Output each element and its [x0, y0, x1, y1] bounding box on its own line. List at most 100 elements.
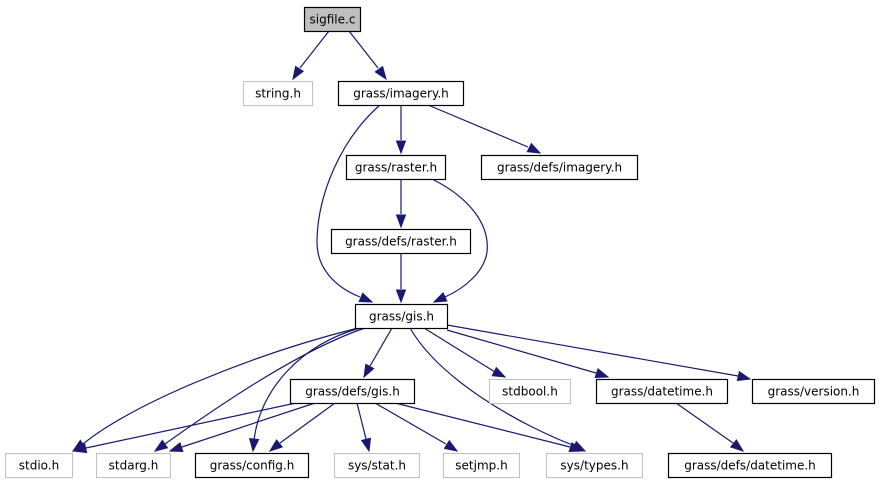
node-setjmp-h: setjmp.h [443, 453, 520, 478]
edge-grass-defs-gis-h-to-grass-config-h [268, 402, 336, 452]
node-label: string.h [255, 87, 301, 101]
edge-arrowhead [360, 437, 372, 453]
edge-arrowhead [736, 370, 752, 382]
edge-grass-imagery-h-to-grass-gis-h [316, 104, 381, 303]
edge-arrowhead [395, 214, 407, 229]
edge-grass-defs-gis-h-to-stdio-h [72, 402, 297, 454]
edge-grass-raster-h-to-grass-gis-h [431, 178, 488, 303]
edge-line [279, 402, 336, 444]
node-label: sys/types.h [560, 459, 628, 473]
node-box [595, 378, 729, 405]
edge-grass-gis-h-to-stdarg-h [153, 327, 366, 452]
node-label: setjmp.h [455, 459, 507, 473]
edge-grass-gis-h-to-stdbool-h [423, 327, 507, 378]
node-box [443, 453, 520, 478]
node-sys-types-h: sys/types.h [546, 453, 643, 478]
node-label: grass/raster.h [355, 161, 437, 175]
edge-line [427, 104, 529, 148]
edge-arrowhead [526, 142, 542, 154]
edges-layer [71, 30, 752, 454]
edge-grass-gis-h-to-grass-defs-gis-h [363, 327, 393, 379]
edge-arrowhead [248, 438, 260, 453]
edge-line [82, 327, 359, 445]
edge-line [446, 324, 739, 377]
node-box [289, 378, 416, 405]
edge-line [394, 402, 571, 448]
node-label: sys/stat.h [348, 459, 406, 473]
edge-arrowhead [268, 439, 284, 452]
edge-sigfile-c-to-grass-imagery-h [348, 30, 387, 81]
node-box [751, 378, 876, 405]
edge-arrowhead [153, 439, 169, 452]
node-box [5, 453, 73, 478]
node-stdio-h: stdio.h [5, 453, 73, 478]
node-box [667, 452, 833, 479]
node-grass-config-h[interactable]: grass/config.h [194, 452, 310, 479]
node-grass-imagery-h[interactable]: grass/imagery.h [337, 80, 465, 107]
node-box [96, 453, 171, 478]
node-label: grass/config.h [210, 459, 295, 473]
node-stdbool-h: stdbool.h [489, 379, 571, 404]
edge-arrowhead [729, 439, 745, 452]
edge-line [374, 402, 447, 445]
edge-arrowhead [358, 292, 374, 303]
node-label: grass/imagery.h [353, 87, 449, 101]
edge-arrowhead [568, 442, 584, 453]
edge-line [164, 327, 366, 445]
edge-grass-defs-gis-h-to-sys-types-h [394, 402, 584, 453]
node-sigfile-c: sigfile.c [303, 6, 362, 33]
node-grass-version-h[interactable]: grass/version.h [751, 378, 876, 405]
node-box [546, 453, 643, 478]
edge-line [675, 402, 734, 444]
edge-line [85, 402, 297, 449]
node-box [337, 80, 465, 107]
edge-arrowhead [432, 292, 448, 303]
edge-arrowhead [363, 363, 375, 379]
edge-line [356, 402, 367, 440]
edge-grass-defs-gis-h-to-stdarg-h [168, 402, 316, 453]
node-grass-datetime-h[interactable]: grass/datetime.h [595, 378, 729, 405]
node-label: grass/version.h [768, 385, 860, 399]
node-label: stdbool.h [502, 385, 558, 399]
edge-grass-defs-gis-h-to-setjmp-h [374, 402, 459, 452]
edge-arrowhead [491, 366, 507, 378]
edge-arrowhead [443, 439, 459, 452]
node-label: grass/defs/imagery.h [497, 161, 622, 175]
edge-grass-gis-h-to-grass-version-h [446, 324, 752, 382]
edge-grass-datetime-h-to-grass-defs-datetime-h [675, 402, 745, 452]
node-label: stdarg.h [109, 459, 159, 473]
edge-arrowhead [395, 289, 407, 304]
edge-grass-raster-h-to-grass-defs-raster-h [395, 179, 407, 229]
node-box [303, 6, 362, 33]
node-label: grass/gis.h [369, 310, 434, 324]
node-label: grass/defs/gis.h [305, 385, 400, 399]
edge-grass-imagery-h-to-grass-raster-h [395, 105, 407, 155]
node-box [334, 453, 420, 478]
node-label: stdio.h [19, 459, 59, 473]
node-box [354, 303, 449, 330]
node-grass-raster-h[interactable]: grass/raster.h [345, 154, 447, 181]
node-label: grass/defs/raster.h [345, 235, 457, 249]
node-sys-stat-h: sys/stat.h [334, 453, 420, 478]
node-grass-defs-raster-h[interactable]: grass/defs/raster.h [330, 228, 472, 255]
edge-grass-defs-raster-h-to-grass-gis-h [395, 253, 407, 304]
node-box [194, 452, 310, 479]
edge-line [431, 178, 488, 298]
node-box [243, 81, 313, 106]
edge-line [446, 329, 597, 374]
node-box [489, 379, 571, 404]
node-grass-defs-imagery-h[interactable]: grass/defs/imagery.h [480, 154, 639, 181]
edge-arrowhead [374, 65, 387, 81]
node-grass-gis-h[interactable]: grass/gis.h [354, 303, 449, 330]
node-string-h: string.h [243, 81, 313, 106]
node-grass-defs-datetime-h[interactable]: grass/defs/datetime.h [667, 452, 833, 479]
edge-line [348, 30, 379, 69]
edge-arrowhead [395, 140, 407, 155]
edge-arrowhead [168, 442, 184, 453]
node-grass-defs-gis-h[interactable]: grass/defs/gis.h [289, 378, 416, 405]
edge-line [299, 30, 330, 69]
node-box [330, 228, 472, 255]
edge-line [423, 327, 496, 373]
edge-line [316, 104, 381, 298]
